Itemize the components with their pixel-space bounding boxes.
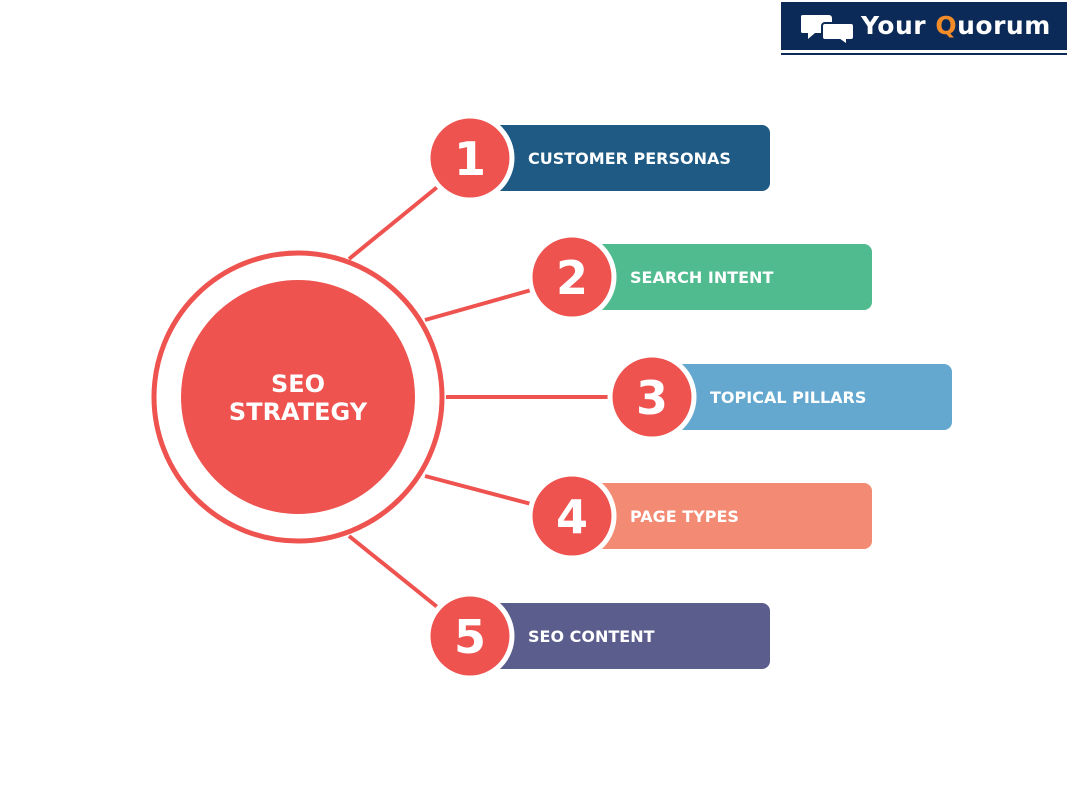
step-4-bar xyxy=(572,483,872,549)
step-2-badge xyxy=(527,232,617,322)
step-2: 2 SEARCH INTENT xyxy=(527,232,872,322)
step-4-label: PAGE TYPES xyxy=(630,507,739,526)
brand-word-uorum: uorum xyxy=(957,11,1051,40)
center-hub: SEO STRATEGY xyxy=(151,250,445,544)
step-5-bar xyxy=(470,603,770,669)
step-4-number: 4 xyxy=(556,490,588,544)
connector-line-4 xyxy=(424,474,536,507)
brand-logo: Your Quorum xyxy=(781,2,1067,53)
step-2-bar xyxy=(572,244,872,310)
step-3-number: 3 xyxy=(636,371,668,425)
center-label-line1: SEO xyxy=(271,370,325,398)
step-5-badge xyxy=(425,591,515,681)
step-3-bar xyxy=(652,364,952,430)
step-2-label: SEARCH INTENT xyxy=(630,268,773,287)
connector-line-5 xyxy=(347,534,443,612)
center-inner-circle xyxy=(181,280,415,514)
step-3: 3 TOPICAL PILLARS xyxy=(607,352,952,442)
step-3-label: TOPICAL PILLARS xyxy=(710,388,866,407)
steps-group: 1 CUSTOMER PERSONAS 2 SEARCH INTENT 3 TOPICAL… xyxy=(425,113,952,681)
brand-name: Your Quorum xyxy=(861,11,1051,40)
step-3-badge xyxy=(607,352,697,442)
step-1: 1 CUSTOMER PERSONAS xyxy=(425,113,770,203)
step-4: 4 PAGE TYPES xyxy=(527,471,872,561)
step-5-number: 5 xyxy=(454,610,486,664)
step-5: 5 SEO CONTENT xyxy=(425,591,770,681)
step-2-number: 2 xyxy=(556,251,588,305)
chat-bubbles-icon xyxy=(801,15,855,44)
connector-line-1 xyxy=(347,182,443,261)
brand-word-your: Your xyxy=(861,11,927,40)
step-5-label: SEO CONTENT xyxy=(528,627,655,646)
brand-letter-q: Q xyxy=(935,11,958,40)
connector-lines xyxy=(347,182,613,612)
center-label-line2: STRATEGY xyxy=(229,398,368,426)
connector-line-2 xyxy=(424,287,536,322)
step-1-bar xyxy=(470,125,770,191)
step-1-label: CUSTOMER PERSONAS xyxy=(528,149,731,168)
step-4-badge xyxy=(527,471,617,561)
step-1-number: 1 xyxy=(454,132,486,186)
step-1-badge xyxy=(425,113,515,203)
